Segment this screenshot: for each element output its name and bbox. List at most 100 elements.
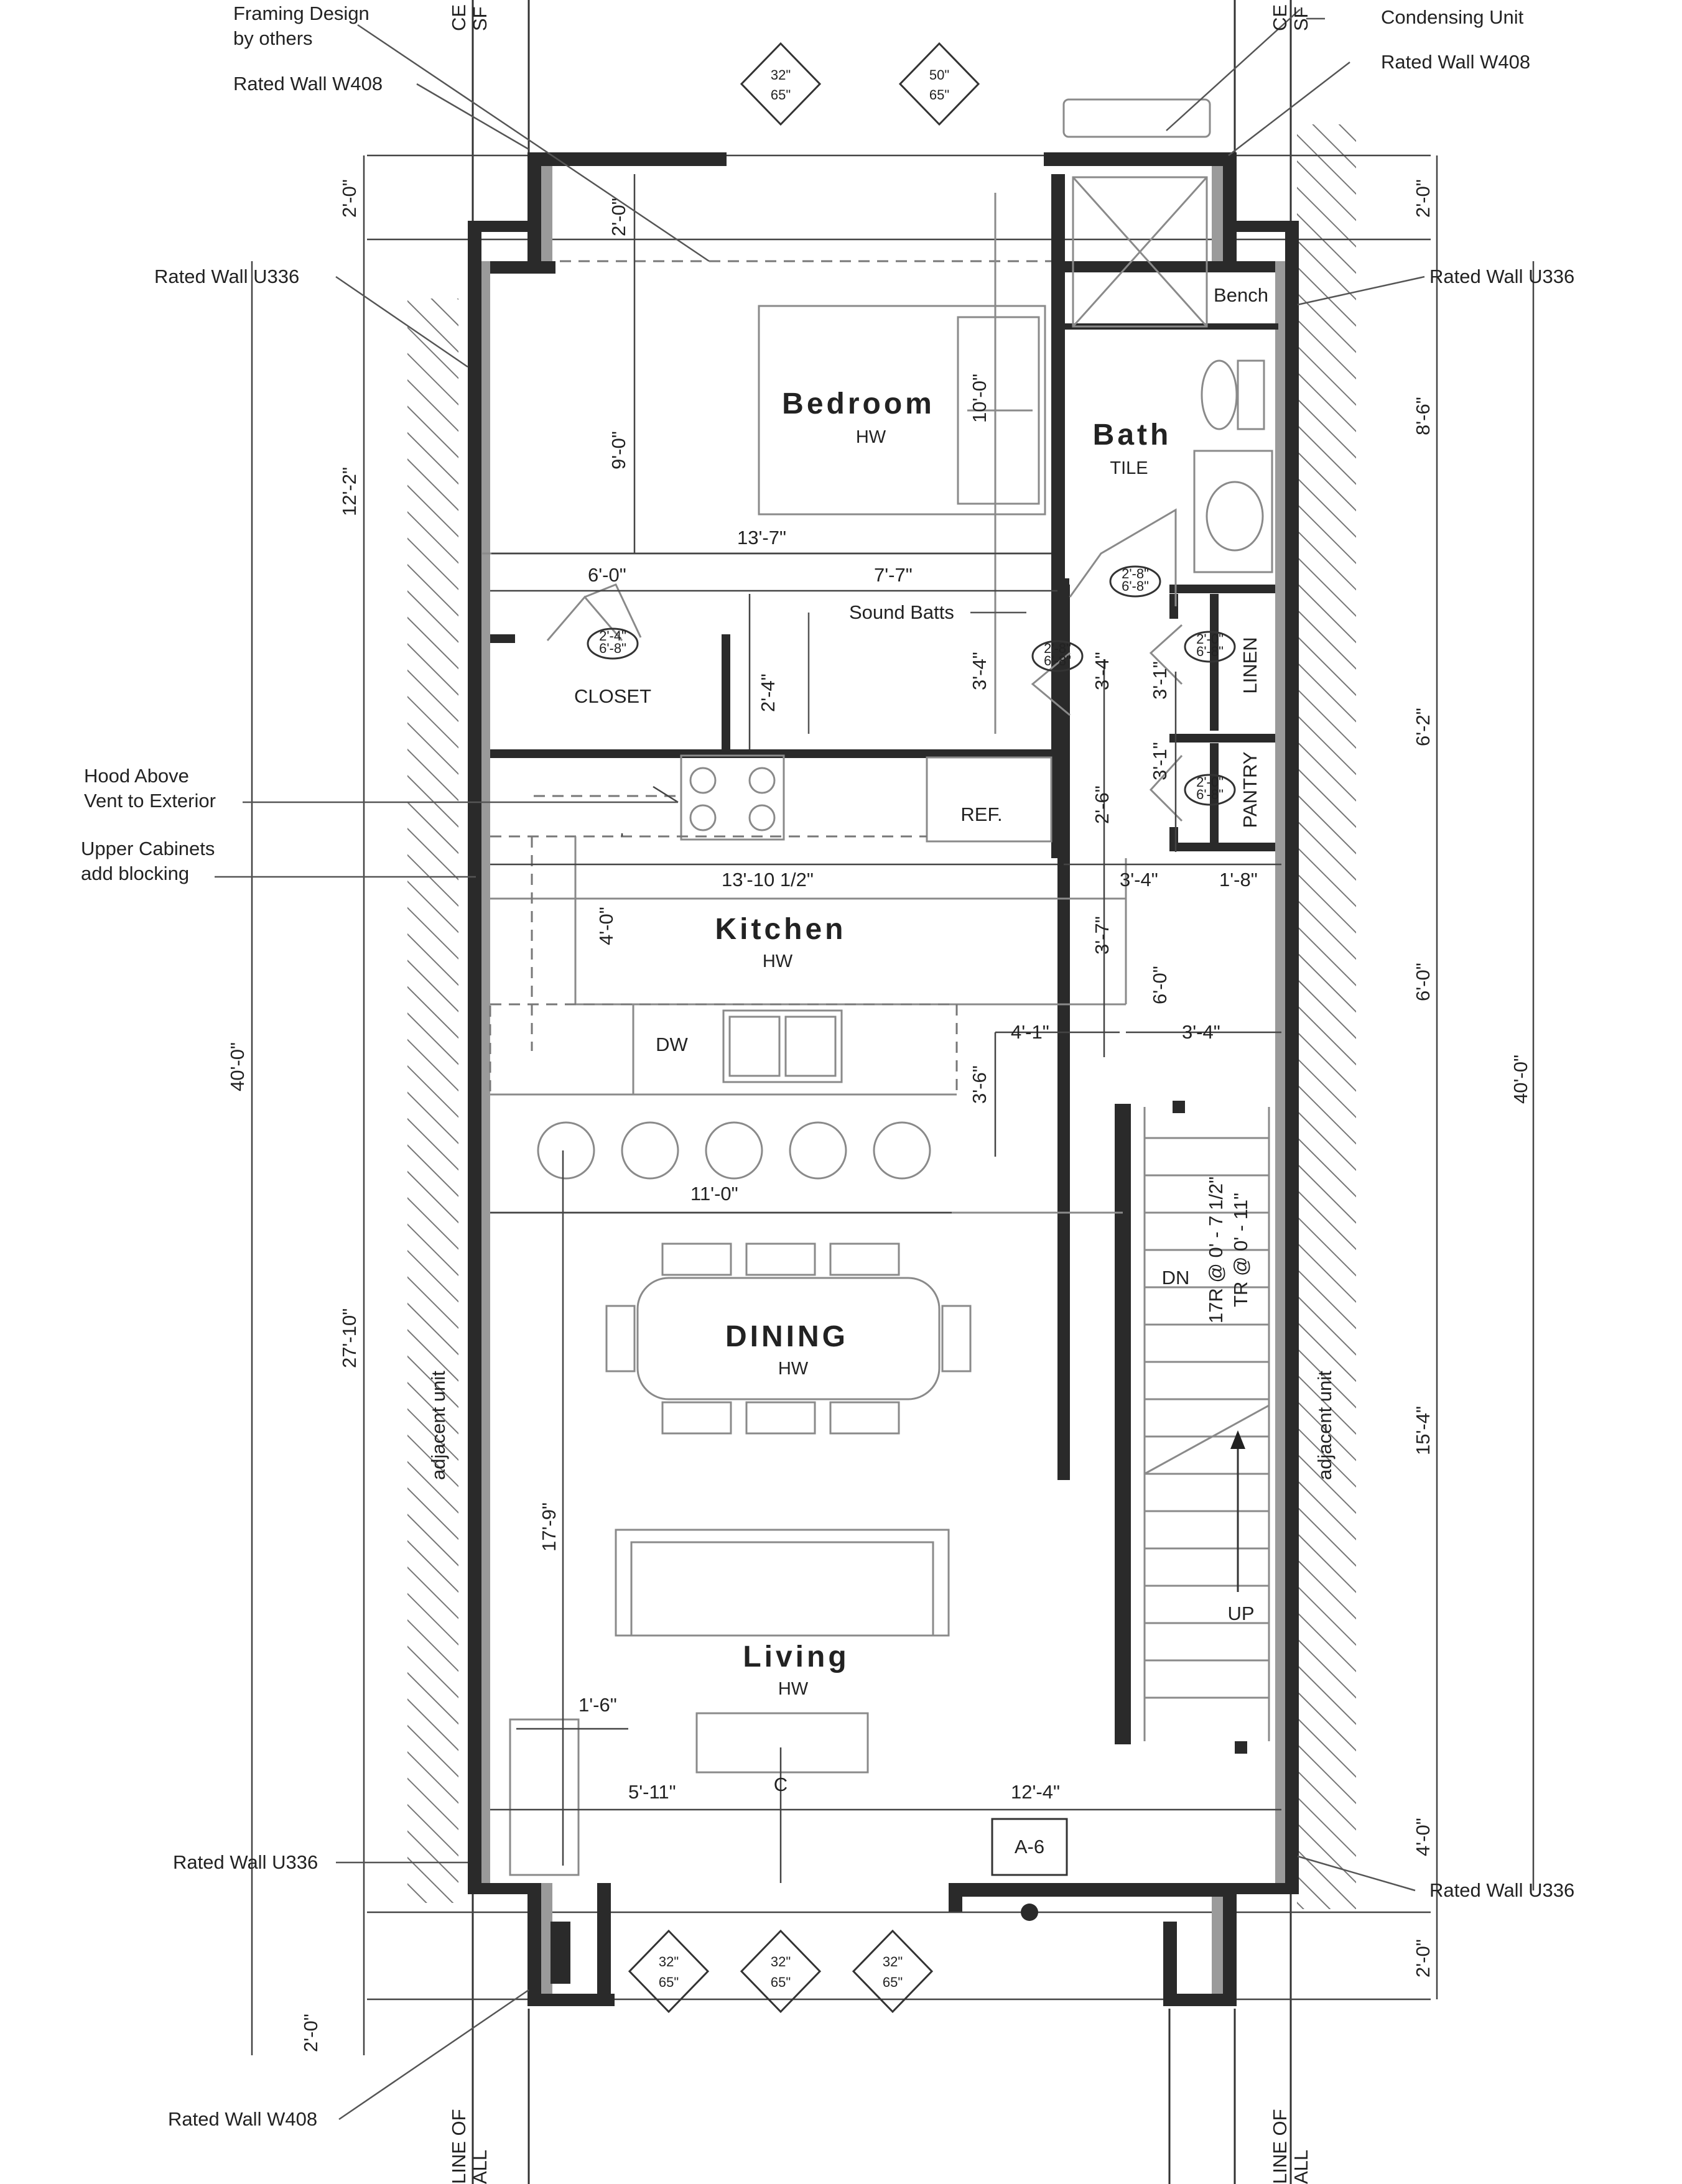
window-width-tag: 32"	[771, 1954, 791, 1969]
stair-treads	[1144, 1137, 1270, 1699]
dimension-text: 4'-0"	[595, 907, 617, 945]
dimension-text: 11'-0"	[690, 1183, 738, 1205]
floor-finish-bath: TILE	[1110, 458, 1148, 478]
window-height-tag: 65"	[883, 1974, 903, 1990]
window-height-tag: 65"	[659, 1974, 679, 1990]
rated-wall-w408-label: Rated Wall W408	[168, 2108, 317, 2130]
window-width-tag: 32"	[883, 1954, 903, 1969]
dimension-text: 9'-0"	[608, 431, 630, 470]
dimension-text: 4'-0"	[1412, 1818, 1434, 1856]
dimension-text: 3'-6"	[969, 1065, 990, 1104]
dimension-text: 3'-1"	[1149, 742, 1171, 780]
bench-label: Bench	[1214, 284, 1268, 306]
line-of-wall-label: ALL	[469, 2150, 491, 2184]
floor-finish-living: HW	[778, 1679, 809, 1699]
vent-exterior-note: Vent to Exterior	[84, 790, 216, 812]
line-of-wall-label: LINE OF	[448, 2109, 470, 2184]
door-width-tag: 2'-8"	[1122, 566, 1149, 581]
add-blocking-note: add blocking	[81, 863, 189, 884]
adjacent-unit-hatch-right	[1297, 124, 1356, 1909]
window-width-tag: 32"	[659, 1954, 679, 1969]
dimension-lines	[251, 155, 1535, 2055]
dimension-text: 2'-0"	[300, 2014, 322, 2052]
window-height-tag: 65"	[771, 1974, 791, 1990]
door-height-tag: 6'-8"	[1196, 787, 1224, 802]
exterior-walls	[468, 152, 1299, 2006]
framing-design-note-2: by others	[233, 27, 313, 49]
dimension-text: 40'-0"	[226, 1042, 248, 1091]
fixtures	[482, 98, 1273, 1921]
dimension-labels: 2'-0" 12'-2" 40'-0" 27'-10" 2'-0" 2'-0" …	[226, 179, 1531, 2052]
floor-finish-bedroom: HW	[856, 427, 886, 447]
dimension-text: 2'-6"	[1091, 785, 1113, 824]
tag-labels: 32" 65" 50" 65" 32" 65" 32" 65" 32" 65" …	[599, 67, 1224, 1990]
dimension-text: 8'-6"	[1412, 397, 1434, 435]
rated-wall-w408-label: Rated Wall W408	[233, 73, 383, 95]
door-swings	[1031, 508, 1183, 822]
upper-cabinets-note: Upper Cabinets	[81, 838, 215, 859]
centerline-mark: C	[774, 1774, 788, 1795]
notes: Framing Design by others Rated Wall W408…	[81, 2, 1574, 2184]
floor-finish-dining: HW	[778, 1359, 809, 1379]
dimension-text: 7'-7"	[874, 564, 913, 586]
dimension-text: 2'-0"	[608, 198, 630, 236]
ref-label: REF.	[960, 803, 1002, 825]
detail-tag: A-6	[1015, 1836, 1044, 1858]
leader-lines	[215, 9, 1425, 2121]
room-name-dining: DINING	[725, 1320, 848, 1353]
room-name-kitchen: Kitchen	[715, 913, 846, 946]
dimension-text: 6'-0"	[1149, 966, 1171, 1004]
dimension-text: 12'-4"	[1011, 1781, 1060, 1803]
door-height-tag: 6'-8"	[1196, 644, 1224, 659]
window-height-tag: 65"	[771, 87, 791, 103]
door-height-tag: 6'-8"	[1044, 653, 1071, 669]
rated-wall-w408-label: Rated Wall W408	[1381, 51, 1530, 73]
adjacent-unit-hatch-left	[407, 298, 458, 1903]
dimension-text: 13'-10 1/2"	[722, 869, 814, 891]
dimension-text: 2'-0"	[1412, 1939, 1434, 1978]
sound-batts-note: Sound Batts	[849, 601, 954, 623]
door-width-tag: 2'-0"	[1196, 774, 1224, 790]
pantry-label: PANTRY	[1239, 752, 1261, 828]
grid-tag: CE	[448, 4, 470, 31]
room-name-bedroom: Bedroom	[782, 387, 935, 420]
dimension-text: 6'-0"	[588, 564, 626, 586]
condensing-unit-label: Condensing Unit	[1381, 6, 1524, 28]
adjacent-unit-label: adjacent unit	[427, 1371, 449, 1480]
dimension-text: 1'-6"	[578, 1694, 617, 1716]
dimension-text: 10'-0"	[969, 374, 990, 423]
dimension-text: 12'-2"	[338, 467, 360, 516]
door-height-tag: 6'-8"	[599, 641, 626, 656]
floor-finish-kitchen: HW	[763, 951, 793, 971]
hood-above-note: Hood Above	[84, 765, 189, 787]
room-labels: Bedroom HW Bath TILE Kitchen HW DINING H…	[574, 284, 1268, 1858]
dimension-text: 4'-1"	[1011, 1021, 1049, 1043]
door-height-tag: 6'-8"	[1122, 578, 1149, 594]
dimension-text: 3'-4"	[969, 652, 990, 690]
stair-dn-label: DN	[1162, 1267, 1190, 1289]
closet-label: CLOSET	[574, 685, 651, 707]
grid-tag: SF	[1290, 6, 1312, 31]
rated-wall-u336-label: Rated Wall U336	[173, 1851, 318, 1873]
dimension-text: 2'-0"	[1412, 179, 1434, 218]
door-width-tag: 2'-0"	[1196, 631, 1224, 647]
adjacent-unit-label: adjacent unit	[1314, 1371, 1336, 1480]
dimension-text: 40'-0"	[1510, 1055, 1531, 1104]
door-width-tag: 2'-4"	[599, 628, 626, 644]
stair-rise-note: 17R @ 0' - 7 1/2"	[1205, 1177, 1227, 1323]
stair-up-label: UP	[1227, 1603, 1254, 1624]
dimension-text: 27'-10"	[338, 1308, 360, 1368]
window-tags	[587, 42, 1236, 2014]
door-width-tag: 2'-8"	[1044, 641, 1071, 656]
dimension-text: 3'-4"	[1182, 1021, 1220, 1043]
stair-tread-note: TR @ 0' - 11"	[1230, 1193, 1252, 1307]
dimension-text: 6'-2"	[1412, 708, 1434, 746]
window-width-tag: 32"	[771, 67, 791, 83]
dimension-text: 6'-0"	[1412, 963, 1434, 1001]
dimension-text: 2'-4"	[757, 673, 779, 712]
dimension-text: 5'-11"	[628, 1781, 676, 1803]
grid-tag: CE	[1269, 4, 1291, 31]
dimension-text: 3'-1"	[1149, 661, 1171, 700]
framing-design-note: Framing Design	[233, 2, 369, 24]
